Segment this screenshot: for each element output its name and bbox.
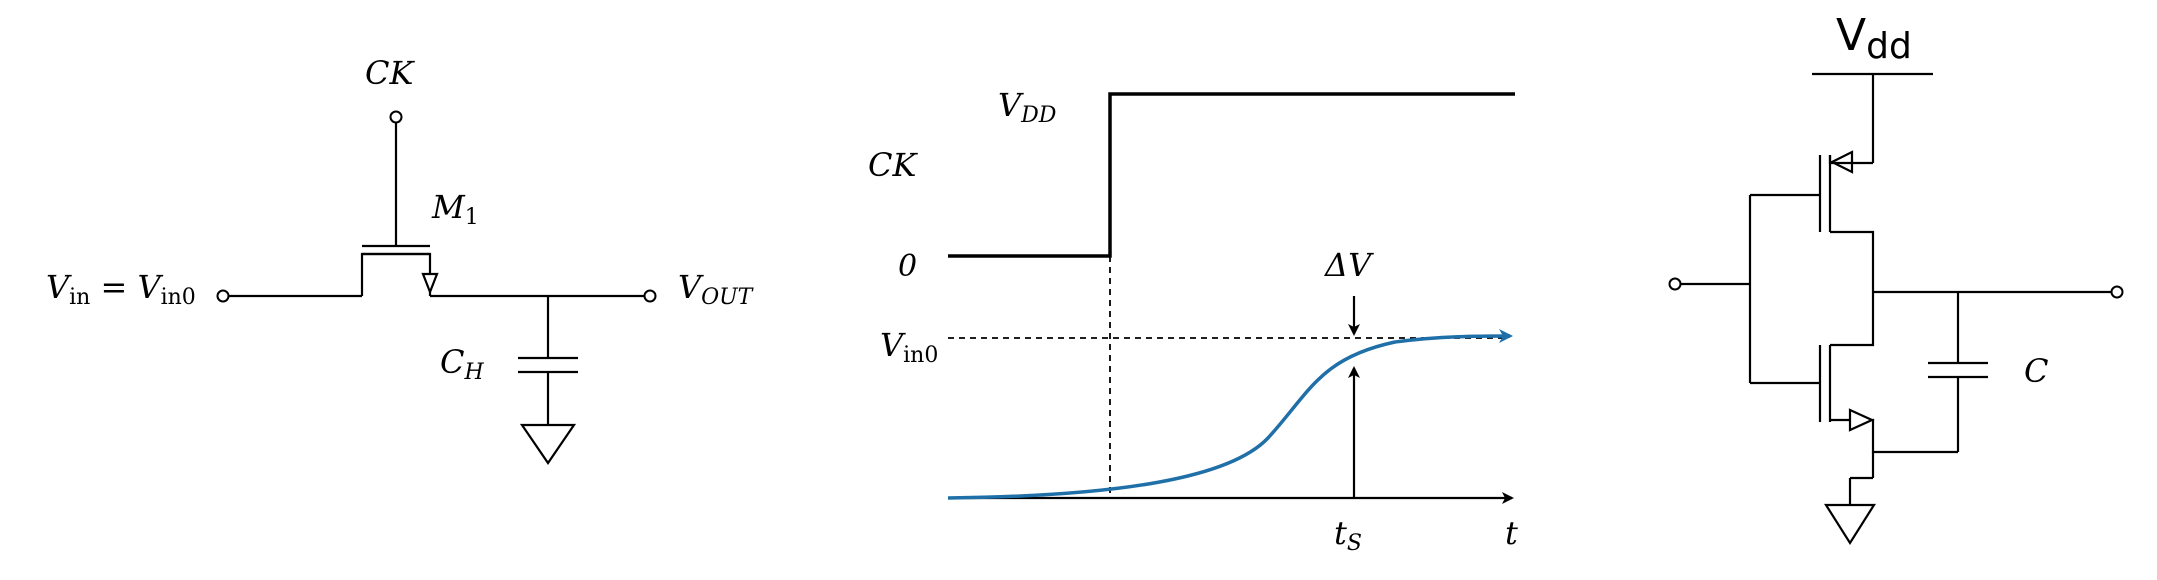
inverter-output-terminal[interactable] (2110, 285, 2124, 299)
vdd-level-label: VDD (998, 86, 1057, 128)
timing-diagram: CK VDD 0 Vin0 ΔV tS t (868, 86, 1518, 556)
ck-waveform (948, 92, 1515, 258)
vout-terminal[interactable] (643, 289, 657, 303)
vout-label: VOUT (678, 268, 755, 310)
vdd-label: Vdd (1836, 10, 1912, 67)
settling-curve (947, 329, 1513, 500)
m1-label: M1 (431, 188, 479, 230)
source-arrow-icon (421, 272, 439, 296)
ck-terminal[interactable] (389, 110, 403, 124)
zero-level-label: 0 (898, 249, 917, 284)
vin-terminal[interactable] (216, 289, 230, 303)
delta-v-label: ΔV (1323, 246, 1374, 284)
cmos-inverter-circuit: Vdd C (1668, 10, 2124, 546)
nmos-arrow-icon (1848, 408, 1875, 432)
ck-label: CK (365, 54, 415, 92)
c-label: C (2024, 352, 2048, 390)
time-axis-label: t (1505, 514, 1518, 552)
inverter-input-terminal[interactable] (1668, 277, 1682, 291)
sample-and-hold-circuit: CK M1 Vin = Vin0 VOUT CH (46, 54, 755, 465)
ground-icon (519, 423, 577, 465)
ck-signal-label: CK (868, 146, 918, 184)
vin0-level-label: Vin0 (880, 326, 938, 368)
pmos-arrow-icon (1829, 150, 1854, 174)
vin-label: Vin = Vin0 (46, 268, 196, 310)
ts-label: tS (1334, 514, 1362, 556)
ch-label: CH (440, 343, 484, 385)
ground-icon (1824, 503, 1876, 546)
